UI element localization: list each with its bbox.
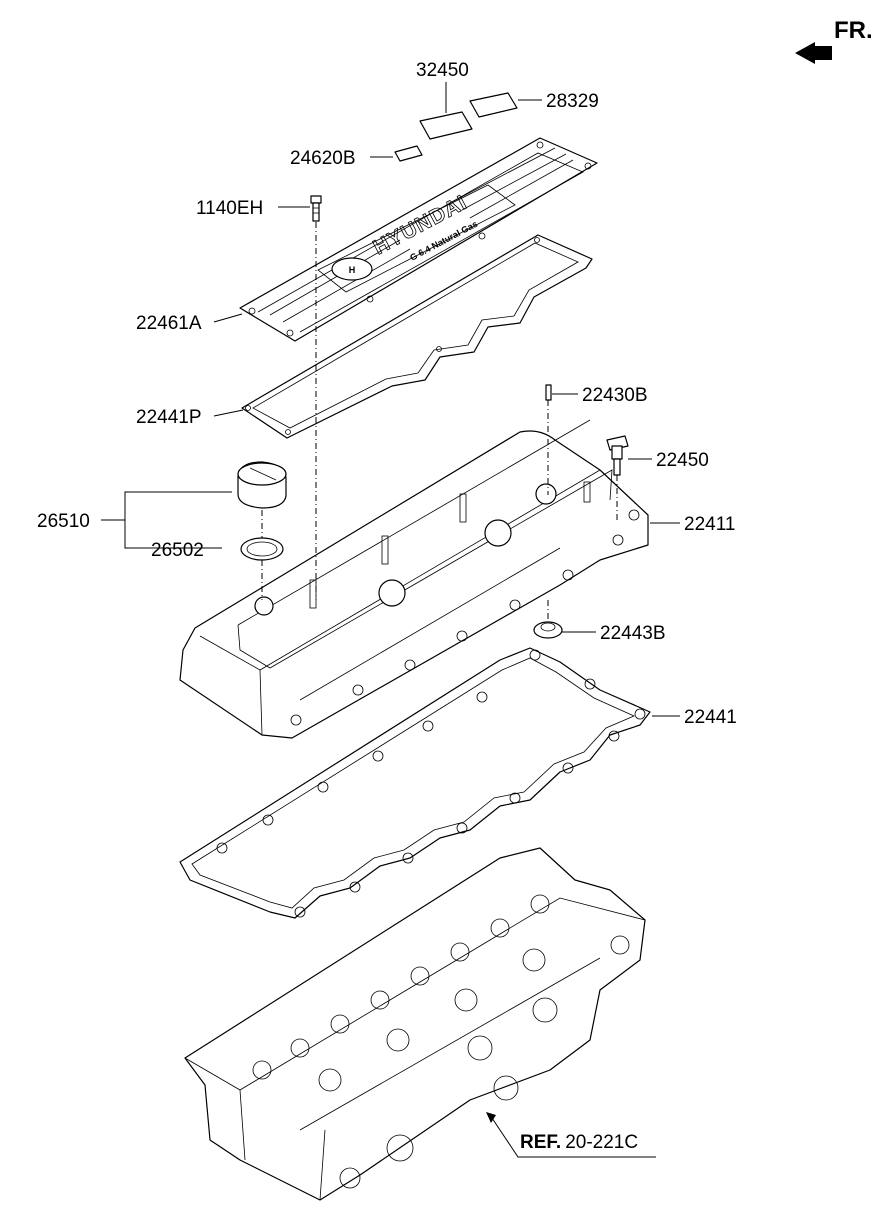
rocker-cover[interactable]	[179, 419, 649, 739]
bolt-22450[interactable]	[606, 435, 629, 476]
assembly-lines	[261, 222, 618, 622]
callout-22441p[interactable]: 22441P	[136, 407, 202, 428]
reference-code: 20-221C	[565, 1132, 638, 1153]
decal-32450[interactable]	[419, 111, 473, 140]
bolt-1140eh[interactable]	[310, 195, 322, 222]
seal-ring-26502[interactable]	[240, 537, 284, 561]
callout-28329[interactable]: 28329	[546, 91, 599, 112]
callout-1140eh[interactable]: 1140EH	[196, 198, 263, 219]
callout-32450[interactable]: 32450	[416, 60, 469, 81]
callout-24620b[interactable]: 24620B	[290, 148, 356, 169]
decal-24620B[interactable]	[394, 145, 423, 162]
stud-22430b[interactable]	[545, 384, 552, 401]
rocker-cover-gasket[interactable]	[179, 647, 651, 919]
oil-filler-cap[interactable]	[237, 461, 287, 509]
callout-22450[interactable]: 22450	[656, 450, 709, 471]
callout-26510[interactable]: 26510	[37, 511, 90, 532]
reference-text[interactable]: REF.20-221C	[520, 1132, 638, 1153]
cover-logo-emblem: H	[349, 265, 356, 275]
reference-label: REF.20-221C	[520, 1132, 638, 1153]
callout-22461a[interactable]: 22461A	[136, 313, 202, 334]
cylinder-head	[184, 847, 646, 1201]
orientation-label: FR.	[834, 17, 873, 44]
callout-22430b[interactable]: 22430B	[582, 385, 648, 406]
callout-26502[interactable]: 26502	[151, 540, 204, 561]
decal-28329[interactable]	[469, 92, 518, 118]
callout-22411[interactable]: 22411	[684, 514, 735, 535]
cylinder-head-ports	[252, 894, 630, 1189]
part-callouts: 32450 28329 24620B 1140EH 22461A 22441P …	[37, 60, 737, 728]
grommet-22443b[interactable]	[533, 621, 563, 639]
arrow-left-icon	[795, 42, 832, 64]
orientation-indicator: FR.	[795, 17, 873, 64]
callout-22443b[interactable]: 22443B	[600, 623, 666, 644]
callout-22441[interactable]: 22441	[684, 707, 737, 728]
leader-lines	[101, 82, 680, 1158]
reference-prefix: REF.	[520, 1132, 561, 1153]
cover-gasket[interactable]	[241, 234, 593, 439]
